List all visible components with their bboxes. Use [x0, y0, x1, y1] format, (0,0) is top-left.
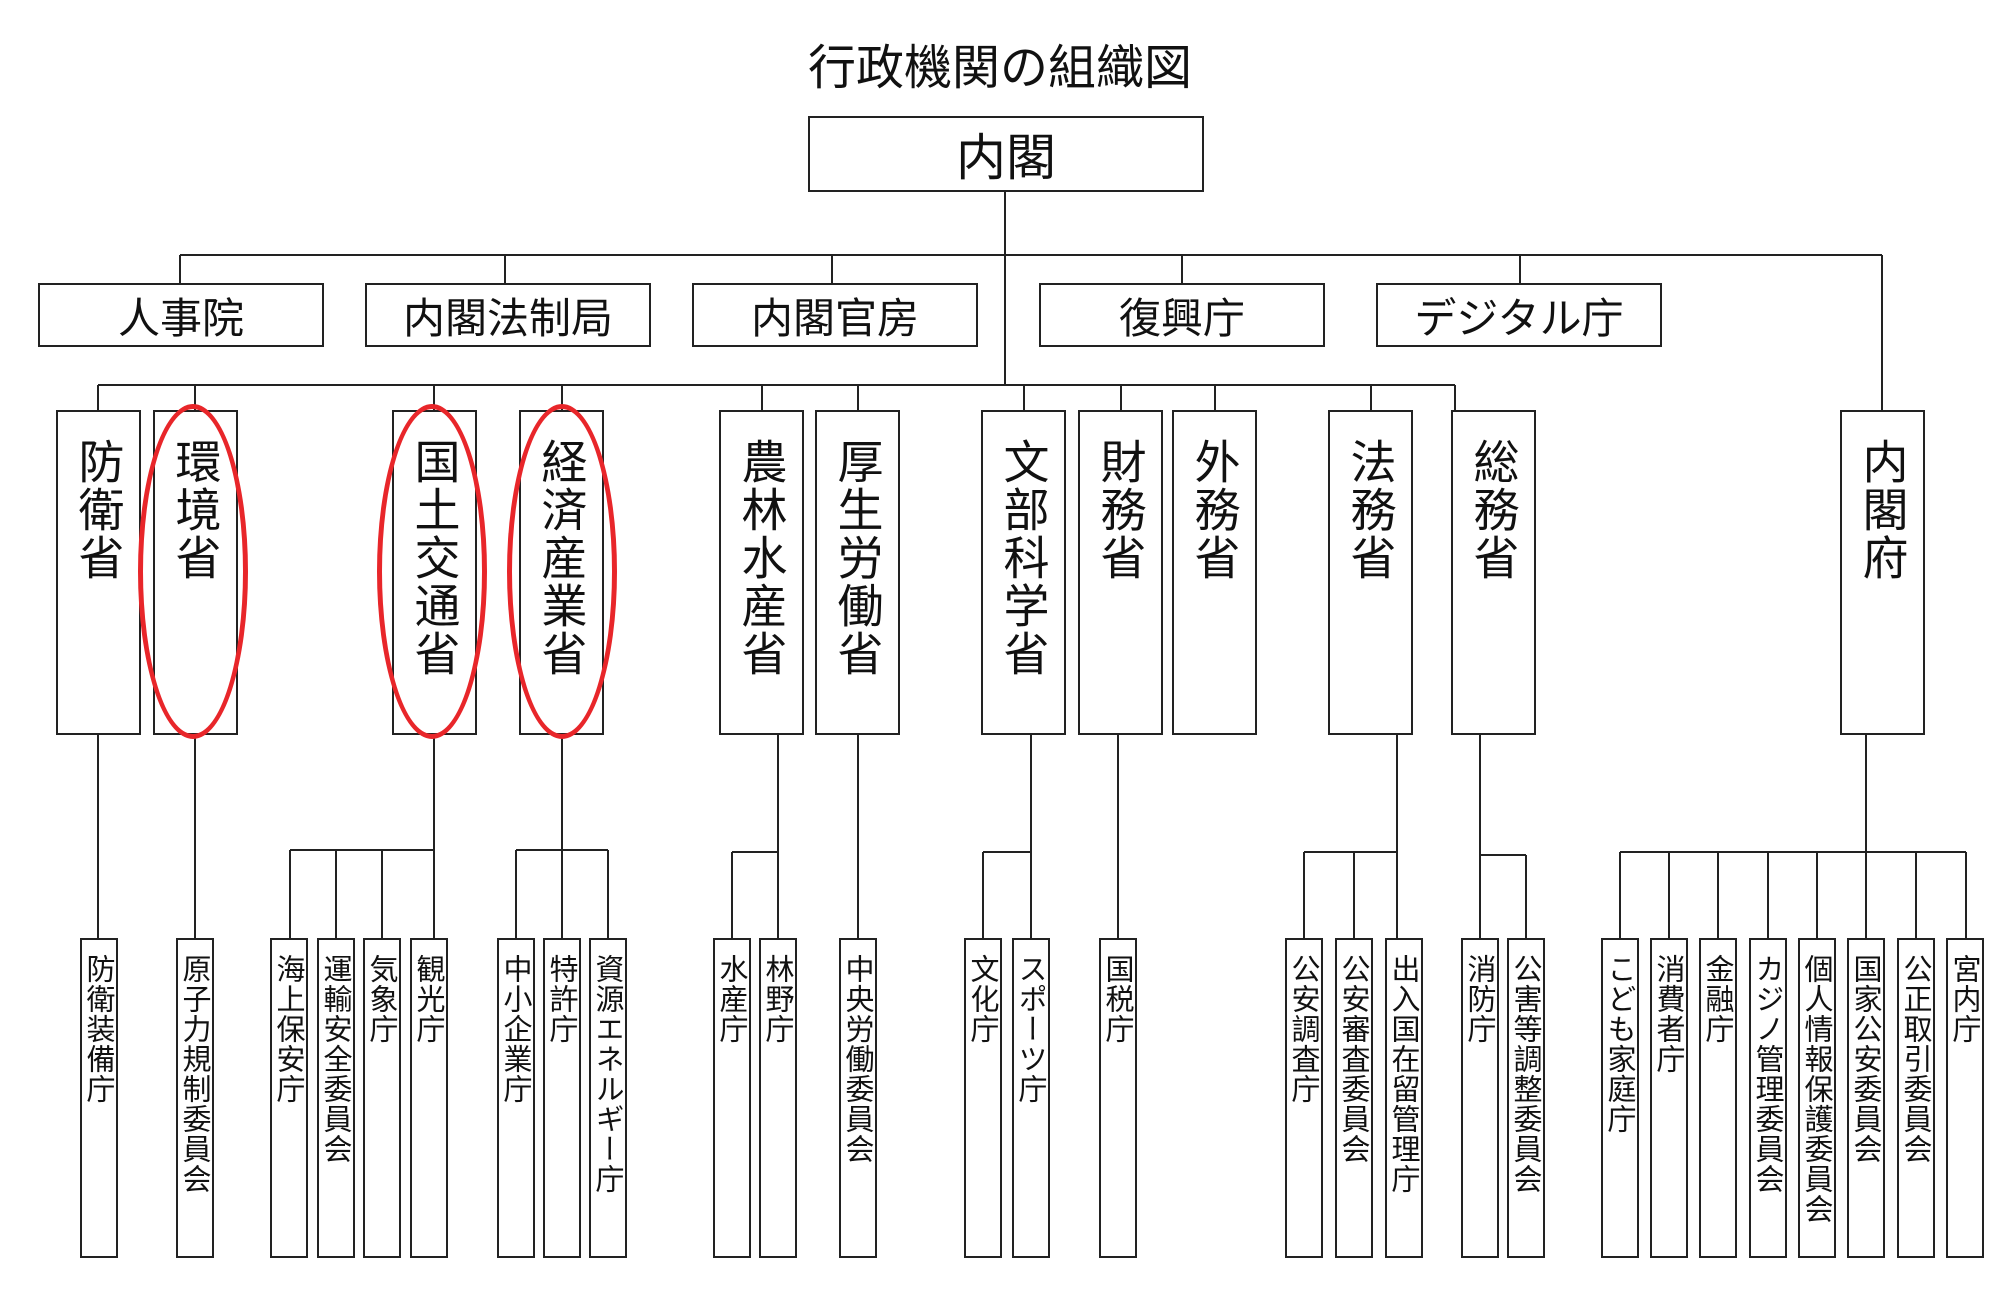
agency-label: 水産庁 [715, 954, 749, 1044]
agency-node: 公安調査庁 [1285, 938, 1323, 1258]
agency-node: スポーツ庁 [1012, 938, 1050, 1258]
ministry-label: 国土交通省 [407, 438, 462, 678]
ministry-node: 経済産業省 [519, 410, 604, 735]
ministry-label: 厚生労働省 [830, 438, 885, 678]
agency-node: 公正取引委員会 [1897, 938, 1935, 1258]
agency-label: こども家庭庁 [1603, 954, 1637, 1134]
ministry-node: 外務省 [1172, 410, 1257, 735]
ministry-node: 農林水産省 [719, 410, 804, 735]
agency-label: 運輸安全委員会 [319, 954, 353, 1164]
agency-node: 海上保安庁 [270, 938, 308, 1258]
ministry-label: 防衛省 [71, 438, 126, 582]
agency-label: 公害等調整委員会 [1509, 954, 1543, 1194]
agency-label: 文化庁 [966, 954, 1000, 1044]
agency-label: 金融庁 [1701, 954, 1735, 1044]
agency-label: 原子力規制委員会 [178, 954, 212, 1194]
agency-node: 金融庁 [1699, 938, 1737, 1258]
root-cabinet: 内閣 [808, 116, 1204, 192]
agency-node: 運輸安全委員会 [317, 938, 355, 1258]
ministry-node: 法務省 [1328, 410, 1413, 735]
agency-label: カジノ管理委員会 [1751, 954, 1785, 1194]
chart-title: 行政機関の組織図 [807, 40, 1192, 96]
agency-node: 特許庁 [543, 938, 581, 1258]
ministry-label: 農林水産省 [734, 438, 789, 678]
agency-node: 宮内庁 [1946, 938, 1984, 1258]
agency-node: 中央労働委員会 [839, 938, 877, 1258]
agency-label: 国税庁 [1101, 954, 1135, 1044]
agency-label: 個人情報保護委員会 [1800, 954, 1834, 1224]
ministry-node: 財務省 [1078, 410, 1163, 735]
agency-label: 気象庁 [365, 954, 399, 1044]
agency-node: 文化庁 [964, 938, 1002, 1258]
ministry-label: 財務省 [1093, 438, 1148, 582]
ministry-node: 総務省 [1451, 410, 1536, 735]
ministry-node: 文部科学省 [981, 410, 1066, 735]
top-node-fukkocho: 復興庁 [1039, 283, 1325, 347]
agency-label: 資源エネルギー庁 [591, 954, 625, 1194]
agency-node: 出入国在留管理庁 [1385, 938, 1423, 1258]
top-node-jinjiin: 人事院 [38, 283, 324, 347]
agency-node: カジノ管理委員会 [1749, 938, 1787, 1258]
ministry-label: 外務省 [1187, 438, 1242, 582]
agency-label: 公安調査庁 [1287, 954, 1321, 1104]
agency-node: 公安審査委員会 [1335, 938, 1373, 1258]
ministry-label: 文部科学省 [996, 438, 1051, 678]
ministry-label: 法務省 [1343, 438, 1398, 582]
top-node-naikaku-kanbo: 内閣官房 [692, 283, 978, 347]
agency-node: 国税庁 [1099, 938, 1137, 1258]
agency-node: 資源エネルギー庁 [589, 938, 627, 1258]
agency-node: 林野庁 [759, 938, 797, 1258]
agency-label: 消防庁 [1463, 954, 1497, 1044]
top-node-naikaku-hoseikyoku: 内閣法制局 [365, 283, 651, 347]
agency-label: 国家公安委員会 [1849, 954, 1883, 1164]
agency-label: 出入国在留管理庁 [1387, 954, 1421, 1194]
ministry-node: 環境省 [153, 410, 238, 735]
agency-label: 海上保安庁 [272, 954, 306, 1104]
ministry-label: 内閣府 [1855, 438, 1910, 582]
agency-node: 原子力規制委員会 [176, 938, 214, 1258]
agency-node: 水産庁 [713, 938, 751, 1258]
agency-label: スポーツ庁 [1014, 954, 1048, 1104]
ministry-node: 内閣府 [1840, 410, 1925, 735]
agency-label: 中央労働委員会 [841, 954, 875, 1164]
top-node-digital-cho: デジタル庁 [1376, 283, 1662, 347]
agency-label: 林野庁 [761, 954, 795, 1044]
agency-node: 消防庁 [1461, 938, 1499, 1258]
agency-node: こども家庭庁 [1601, 938, 1639, 1258]
agency-node: 気象庁 [363, 938, 401, 1258]
ministry-label: 経済産業省 [534, 438, 589, 678]
agency-node: 防衛装備庁 [80, 938, 118, 1258]
agency-label: 宮内庁 [1948, 954, 1982, 1044]
agency-node: 国家公安委員会 [1847, 938, 1885, 1258]
agency-label: 中小企業庁 [499, 954, 533, 1104]
ministry-label: 総務省 [1466, 438, 1521, 582]
ministry-node: 厚生労働省 [815, 410, 900, 735]
agency-label: 観光庁 [412, 954, 446, 1044]
agency-node: 中小企業庁 [497, 938, 535, 1258]
agency-label: 防衛装備庁 [82, 954, 116, 1104]
agency-node: 公害等調整委員会 [1507, 938, 1545, 1258]
ministry-node: 防衛省 [56, 410, 141, 735]
agency-node: 消費者庁 [1650, 938, 1688, 1258]
ministry-label: 環境省 [168, 438, 223, 582]
agency-label: 公安審査委員会 [1337, 954, 1371, 1164]
agency-node: 観光庁 [410, 938, 448, 1258]
agency-label: 特許庁 [545, 954, 579, 1044]
agency-label: 消費者庁 [1652, 954, 1686, 1074]
agency-node: 個人情報保護委員会 [1798, 938, 1836, 1258]
ministry-node: 国土交通省 [392, 410, 477, 735]
agency-label: 公正取引委員会 [1899, 954, 1933, 1164]
